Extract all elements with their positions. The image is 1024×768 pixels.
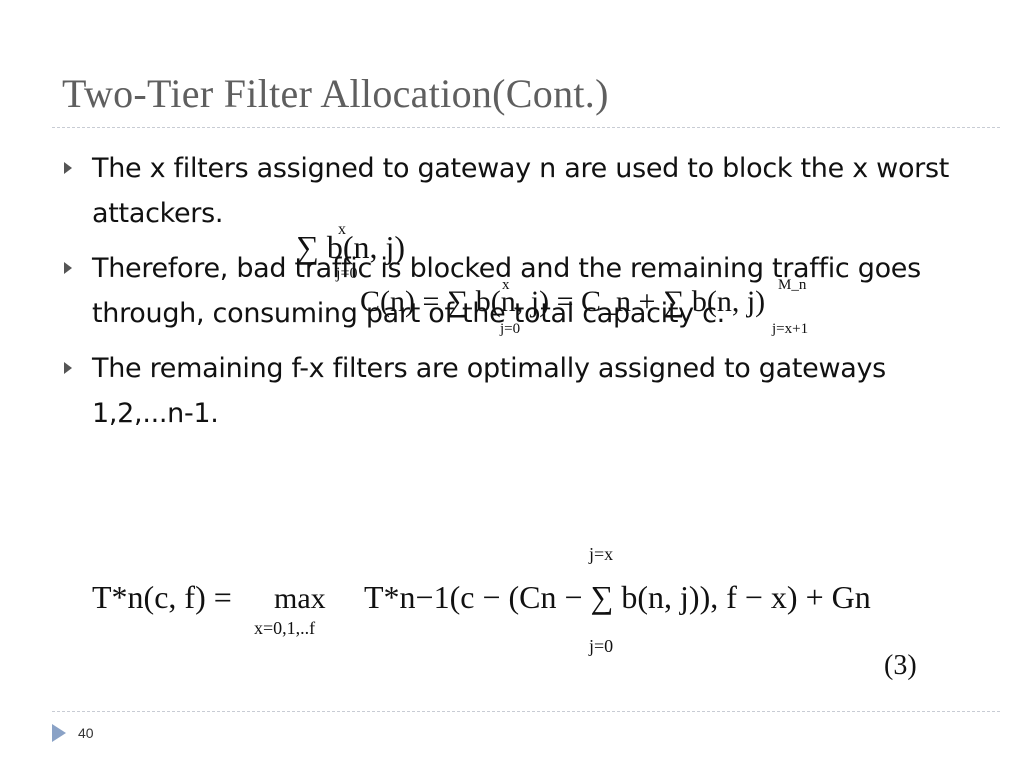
bullet-text: Therefore, bad traffic is blocked and th… xyxy=(92,253,921,329)
formula-lhs: T*n(c, f) = xyxy=(92,579,232,615)
bullet-item: The x filters assigned to gateway n are … xyxy=(64,146,964,236)
bullet-text: The remaining f-x filters are optimally … xyxy=(92,353,886,429)
page-number: 40 xyxy=(78,725,94,741)
equation-subscript: j=0 xyxy=(336,265,358,282)
bullet-arrow-icon xyxy=(64,362,72,374)
formula-image: T*n(c, f) = max x=0,1,..f T*n−1(c − (Cn … xyxy=(84,540,944,690)
equation-superscript: M_n xyxy=(778,277,807,293)
equation-subscript: j=x+1 xyxy=(772,321,809,337)
footer-divider xyxy=(52,711,1000,712)
equation-number: (3) xyxy=(884,650,917,681)
bullet-arrow-icon xyxy=(64,162,72,174)
equation-text: ∑ b(n, j) xyxy=(296,229,406,265)
equation-subscript: j=0 xyxy=(500,321,521,337)
equation-text: C(n) = ∑ b(n, j) = C_n + ∑ b(n, j) xyxy=(360,285,766,318)
formula-max: max xyxy=(274,582,326,615)
formula-sum-bottom: j=0 xyxy=(588,636,613,656)
footer: 40 xyxy=(52,724,94,742)
equation-superscript: x xyxy=(502,277,510,293)
bullet-item: The remaining f-x filters are optimally … xyxy=(64,346,964,436)
equation-superscript: x xyxy=(338,221,346,238)
bullet-arrow-icon xyxy=(64,262,72,274)
bullet-text: The x filters assigned to gateway n are … xyxy=(92,153,950,229)
formula-max-subscript: x=0,1,..f xyxy=(254,618,315,638)
inline-equation-sum: ∑ b(n, j) x j=0 xyxy=(296,221,406,282)
inline-equation-capacity: C(n) = ∑ b(n, j) = C_n + ∑ b(n, j) x j=0… xyxy=(360,277,808,337)
slide-marker-icon xyxy=(52,724,66,742)
formula-sum-top: j=x xyxy=(588,544,613,564)
bullet-item: Therefore, bad traffic is blocked and th… xyxy=(64,246,964,336)
formula-rhs: T*n−1(c − (Cn − ∑ b(n, j)), f − x) + Gn xyxy=(364,579,871,615)
slide-title: Two-Tier Filter Allocation(Cont.) xyxy=(62,71,609,116)
bullet-list: The x filters assigned to gateway n are … xyxy=(64,146,964,446)
title-divider xyxy=(52,127,1000,128)
